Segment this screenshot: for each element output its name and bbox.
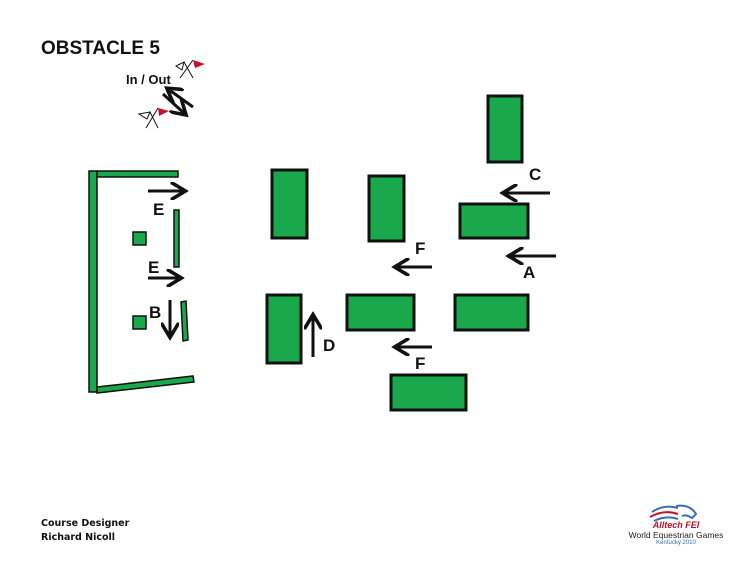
label-b: B xyxy=(149,303,161,322)
obstacle-rect xyxy=(367,174,406,243)
label-d: D xyxy=(323,336,335,355)
enclosure-wall-bottom xyxy=(96,375,195,394)
obstacle-rect xyxy=(458,202,530,240)
label-e: E xyxy=(148,258,159,277)
logo-location: Kentucky 2010 xyxy=(656,540,696,546)
obstacle-rect xyxy=(345,293,416,332)
obstacle-rect xyxy=(453,293,530,332)
obstacle-rect xyxy=(389,373,468,412)
label-f: F xyxy=(415,354,425,373)
enclosure-wall-top xyxy=(96,170,179,178)
obstacle-rect xyxy=(265,293,303,365)
designer-name: Richard Nicoll xyxy=(41,532,116,543)
flag-icon xyxy=(137,107,169,129)
label-e: E xyxy=(153,200,164,219)
small-block xyxy=(132,231,147,246)
event-logo: Alltech FEI World Equestrian Games Kentu… xyxy=(626,498,726,546)
small-pole xyxy=(180,300,189,342)
small-pole xyxy=(173,209,180,268)
flag-icon xyxy=(175,59,205,79)
horse-logo-icon xyxy=(649,504,698,522)
logo-brand: Alltech FEI xyxy=(652,520,700,530)
course-designer: Course Designer Richard Nicoll xyxy=(41,517,129,545)
label-c: C xyxy=(529,165,541,184)
in-out-label: In / Out xyxy=(126,72,171,87)
label-f: F xyxy=(415,239,425,258)
label-a: A xyxy=(523,263,535,282)
small-block xyxy=(132,315,147,330)
obstacle-rect xyxy=(486,94,524,164)
logo-event: World Equestrian Games xyxy=(628,530,724,540)
arrow-in xyxy=(168,89,194,109)
enclosure-wall-left xyxy=(88,170,98,393)
designer-role: Course Designer xyxy=(41,518,130,529)
page-title: OBSTACLE 5 xyxy=(41,38,160,59)
arrow-out xyxy=(161,92,185,114)
obstacle-rect xyxy=(270,168,309,240)
